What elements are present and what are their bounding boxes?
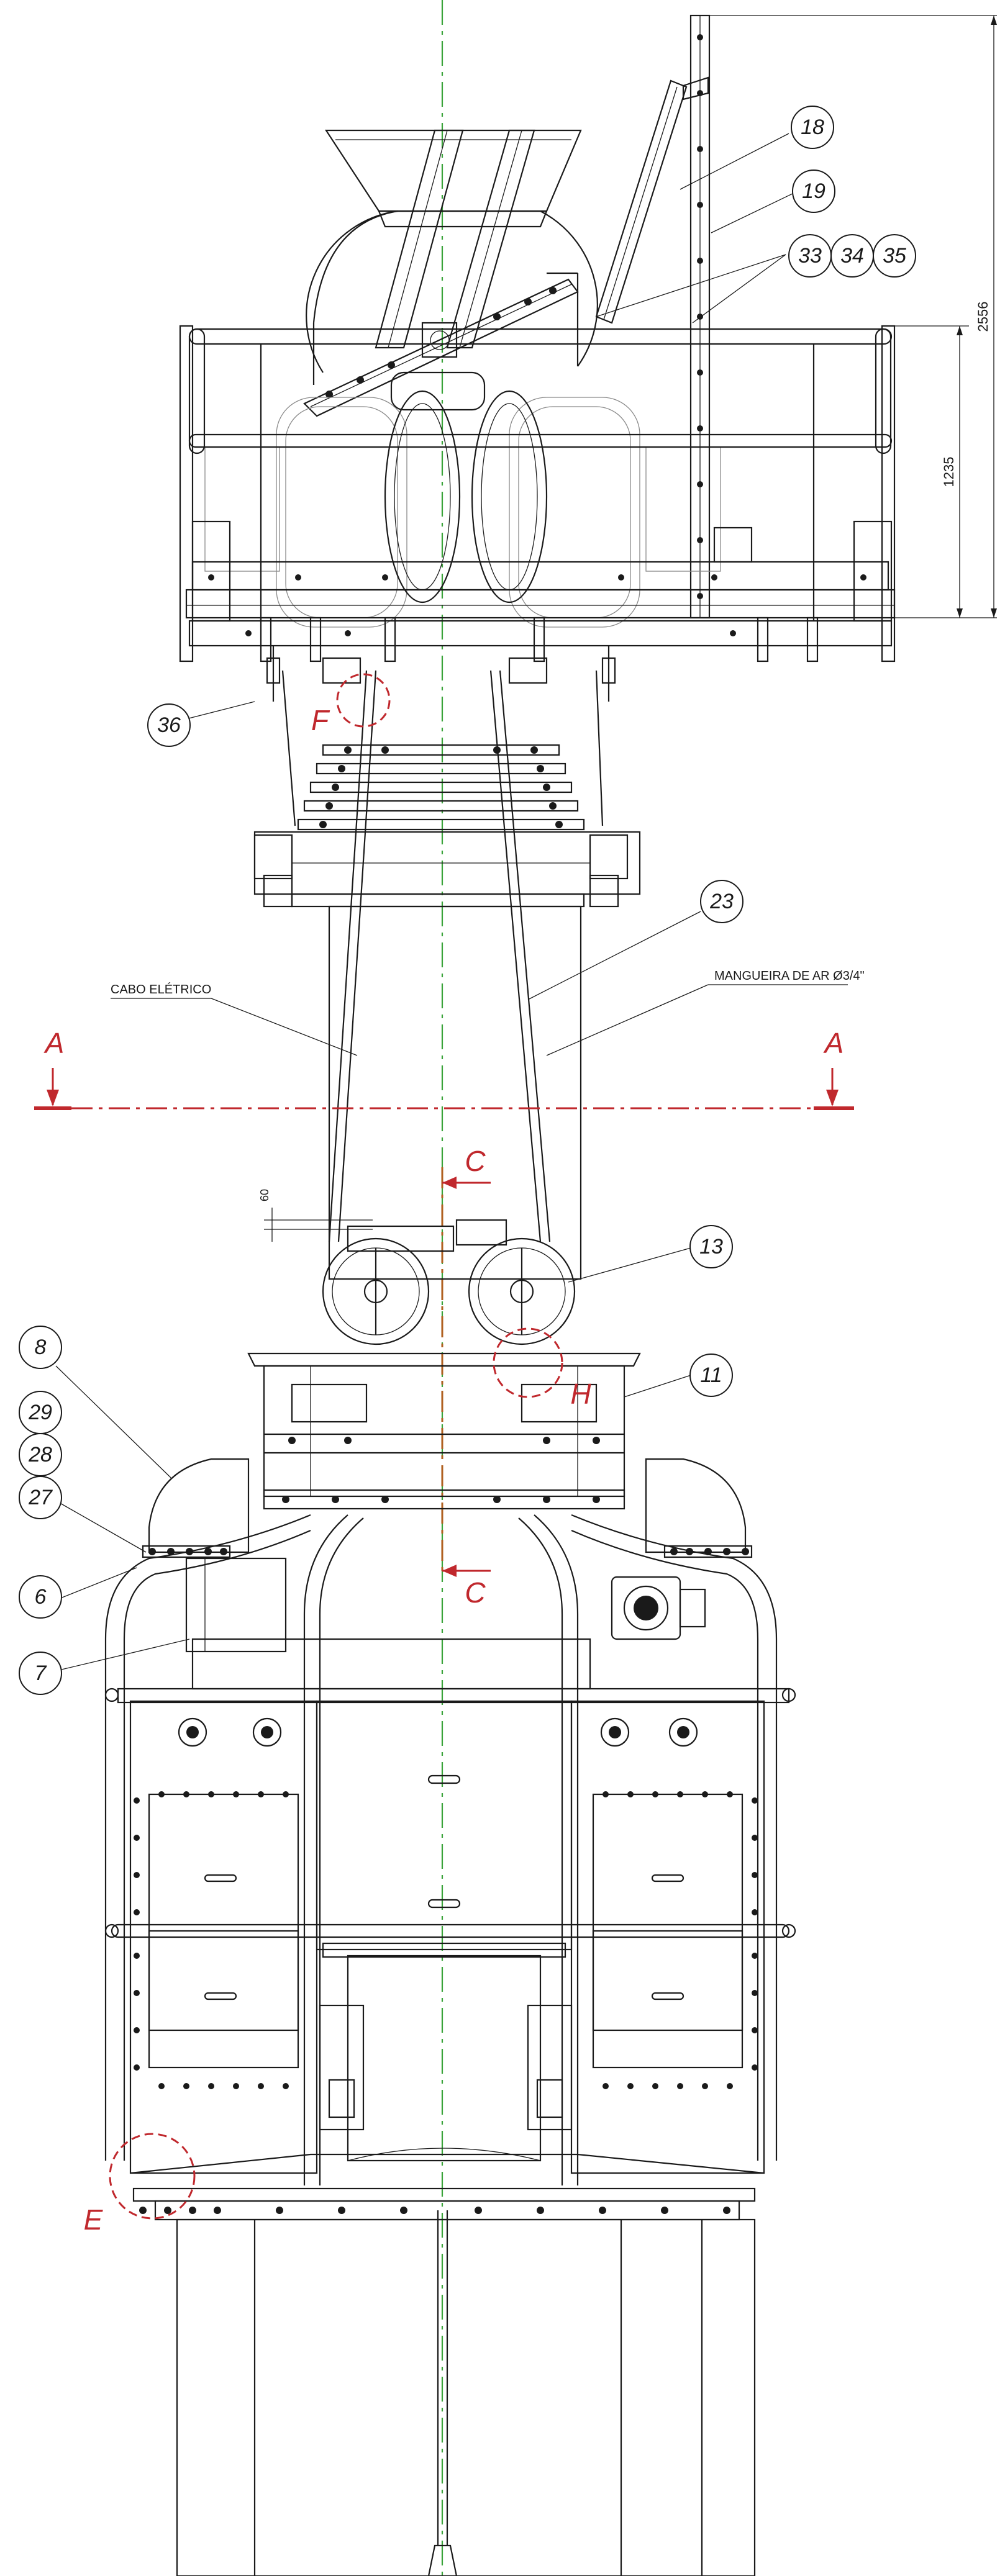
svg-text:8: 8	[35, 1335, 47, 1359]
balloon-27: 27	[19, 1476, 62, 1519]
svg-text:36: 36	[157, 713, 181, 737]
note-cabo-eletrico: CABO ELÉTRICO	[111, 982, 211, 997]
svg-text:28: 28	[28, 1443, 52, 1467]
svg-text:11: 11	[700, 1363, 722, 1387]
svg-text:34: 34	[840, 244, 864, 268]
section-c-top-label: C	[465, 1145, 486, 1177]
svg-text:7: 7	[35, 1661, 47, 1685]
lower-body	[104, 1557, 796, 2174]
balloon-29: 29	[19, 1391, 62, 1434]
svg-text:27: 27	[28, 1486, 53, 1509]
svg-text:29: 29	[28, 1401, 52, 1424]
balloon-36: 36	[147, 703, 191, 747]
balloon-11: 11	[689, 1354, 733, 1397]
balloon-6: 6	[19, 1575, 62, 1619]
dimension-upper: 1235	[941, 457, 957, 487]
dimensions	[264, 15, 997, 1242]
mid-frame	[253, 831, 641, 1280]
side-tanks	[142, 1458, 753, 1558]
upper-motors	[204, 371, 753, 628]
balloon-35: 35	[873, 234, 916, 278]
section-c-markers	[442, 1177, 491, 1577]
detail-f-circle	[336, 673, 391, 728]
reel-drums	[322, 1219, 576, 1345]
svg-text:19: 19	[802, 179, 825, 203]
detail-h-circle	[493, 1327, 563, 1398]
drum	[306, 210, 598, 385]
svg-text:23: 23	[709, 890, 734, 913]
leaders	[55, 133, 796, 1671]
note-mangueira: MANGUEIRA DE AR Ø3/4"	[714, 969, 865, 983]
lower-upper-frame	[247, 1352, 641, 1510]
hangers	[266, 646, 616, 826]
section-a-left-label: A	[43, 1027, 65, 1059]
balloon-28: 28	[19, 1433, 62, 1476]
detail-e-label: E	[84, 2203, 104, 2236]
clamp-stack	[297, 744, 585, 831]
svg-text:6: 6	[35, 1585, 47, 1609]
section-a-right-label: A	[823, 1027, 844, 1059]
svg-text:18: 18	[801, 115, 824, 139]
detail-e-circle	[109, 2133, 196, 2220]
conveyor-arm	[303, 278, 579, 417]
balloon-13: 13	[689, 1225, 733, 1268]
detail-f-label: F	[311, 704, 330, 736]
svg-text:33: 33	[798, 244, 822, 268]
svg-text:35: 35	[883, 244, 906, 268]
balloon-19: 19	[792, 169, 835, 213]
cables	[328, 670, 551, 1242]
balloon-18: 18	[791, 106, 834, 149]
balloon-7: 7	[19, 1652, 62, 1695]
mast	[595, 14, 711, 619]
upper-platform	[179, 325, 896, 662]
pipe-arms	[104, 1514, 778, 2185]
dimension-overall: 2556	[975, 302, 991, 332]
section-a-a	[34, 1068, 854, 1110]
svg-text:13: 13	[699, 1235, 723, 1259]
balloon-34: 34	[830, 234, 874, 278]
balloon-8: 8	[19, 1326, 62, 1369]
base	[132, 2187, 756, 2576]
dimension-small: 60	[258, 1189, 271, 1201]
detail-h-label: H	[570, 1378, 591, 1410]
balloon-23: 23	[700, 880, 744, 923]
balloon-33: 33	[788, 234, 832, 278]
hopper	[324, 129, 582, 349]
section-c-bottom-label: C	[465, 1576, 486, 1609]
